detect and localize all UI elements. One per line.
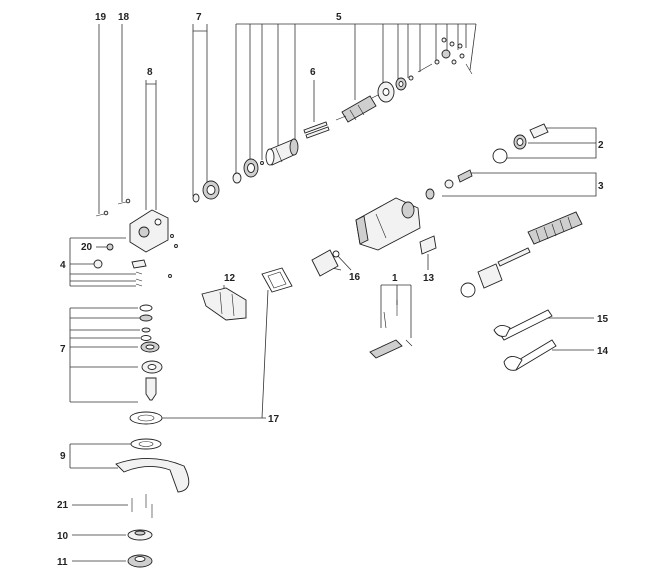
callout-10[interactable]: 10 — [57, 531, 69, 542]
part-gear-head-8[interactable] — [129, 209, 178, 278]
callout-1[interactable]: 1 — [392, 273, 398, 284]
callout-8[interactable]: 8 — [147, 67, 153, 78]
callout-14[interactable]: 14 — [597, 346, 609, 357]
callout-21[interactable]: 21 — [57, 500, 69, 511]
part-lever-1[interactable] — [369, 300, 413, 359]
callout-7-top[interactable]: 7 — [196, 12, 202, 23]
callout-20[interactable]: 20 — [81, 242, 93, 253]
part-spindle-7[interactable] — [139, 304, 163, 401]
callout-9[interactable]: 9 — [60, 451, 66, 462]
callout-7-left[interactable]: 7 — [60, 344, 66, 355]
part-valve-3[interactable] — [425, 169, 473, 200]
part-side-handle-12[interactable] — [201, 287, 247, 321]
part-wrench-15[interactable] — [493, 309, 553, 341]
part-screws-18-19[interactable] — [95, 198, 131, 217]
part-ring-17[interactable] — [129, 411, 163, 425]
part-screws-21[interactable] — [131, 494, 153, 518]
callout-13[interactable]: 13 — [423, 273, 435, 284]
part-lock-4[interactable] — [93, 243, 147, 287]
callout-15[interactable]: 15 — [597, 314, 609, 325]
callout-12[interactable]: 12 — [224, 273, 236, 284]
callout-6[interactable]: 6 — [310, 67, 316, 78]
callout-19[interactable]: 19 — [95, 12, 107, 23]
callout-17[interactable]: 17 — [268, 414, 280, 425]
part-nozzle-2[interactable] — [492, 123, 549, 164]
part-motor-housing[interactable] — [355, 197, 421, 251]
part-gasket-17[interactable] — [261, 267, 293, 293]
part-guard-9[interactable] — [115, 438, 190, 493]
part-sleeve-16[interactable] — [311, 249, 340, 277]
callout-11[interactable]: 11 — [57, 557, 68, 568]
part-blades-6[interactable] — [303, 121, 330, 139]
callout-16[interactable]: 16 — [349, 272, 361, 283]
callout-3[interactable]: 3 — [598, 181, 604, 192]
callout-18[interactable]: 18 — [118, 12, 130, 23]
part-nut-11[interactable] — [127, 554, 153, 568]
part-bearing-7-top[interactable] — [192, 180, 220, 203]
part-wrench-14[interactable] — [503, 339, 557, 371]
leader-lines — [69, 23, 597, 562]
part-spring-shaft[interactable] — [460, 211, 583, 298]
callout-5[interactable]: 5 — [336, 12, 342, 23]
callout-4[interactable]: 4 — [60, 260, 66, 271]
part-flange-10[interactable] — [127, 529, 153, 541]
part-motor-set-5[interactable] — [232, 37, 473, 184]
callout-2[interactable]: 2 — [598, 140, 604, 151]
part-plate-13[interactable] — [419, 235, 437, 255]
